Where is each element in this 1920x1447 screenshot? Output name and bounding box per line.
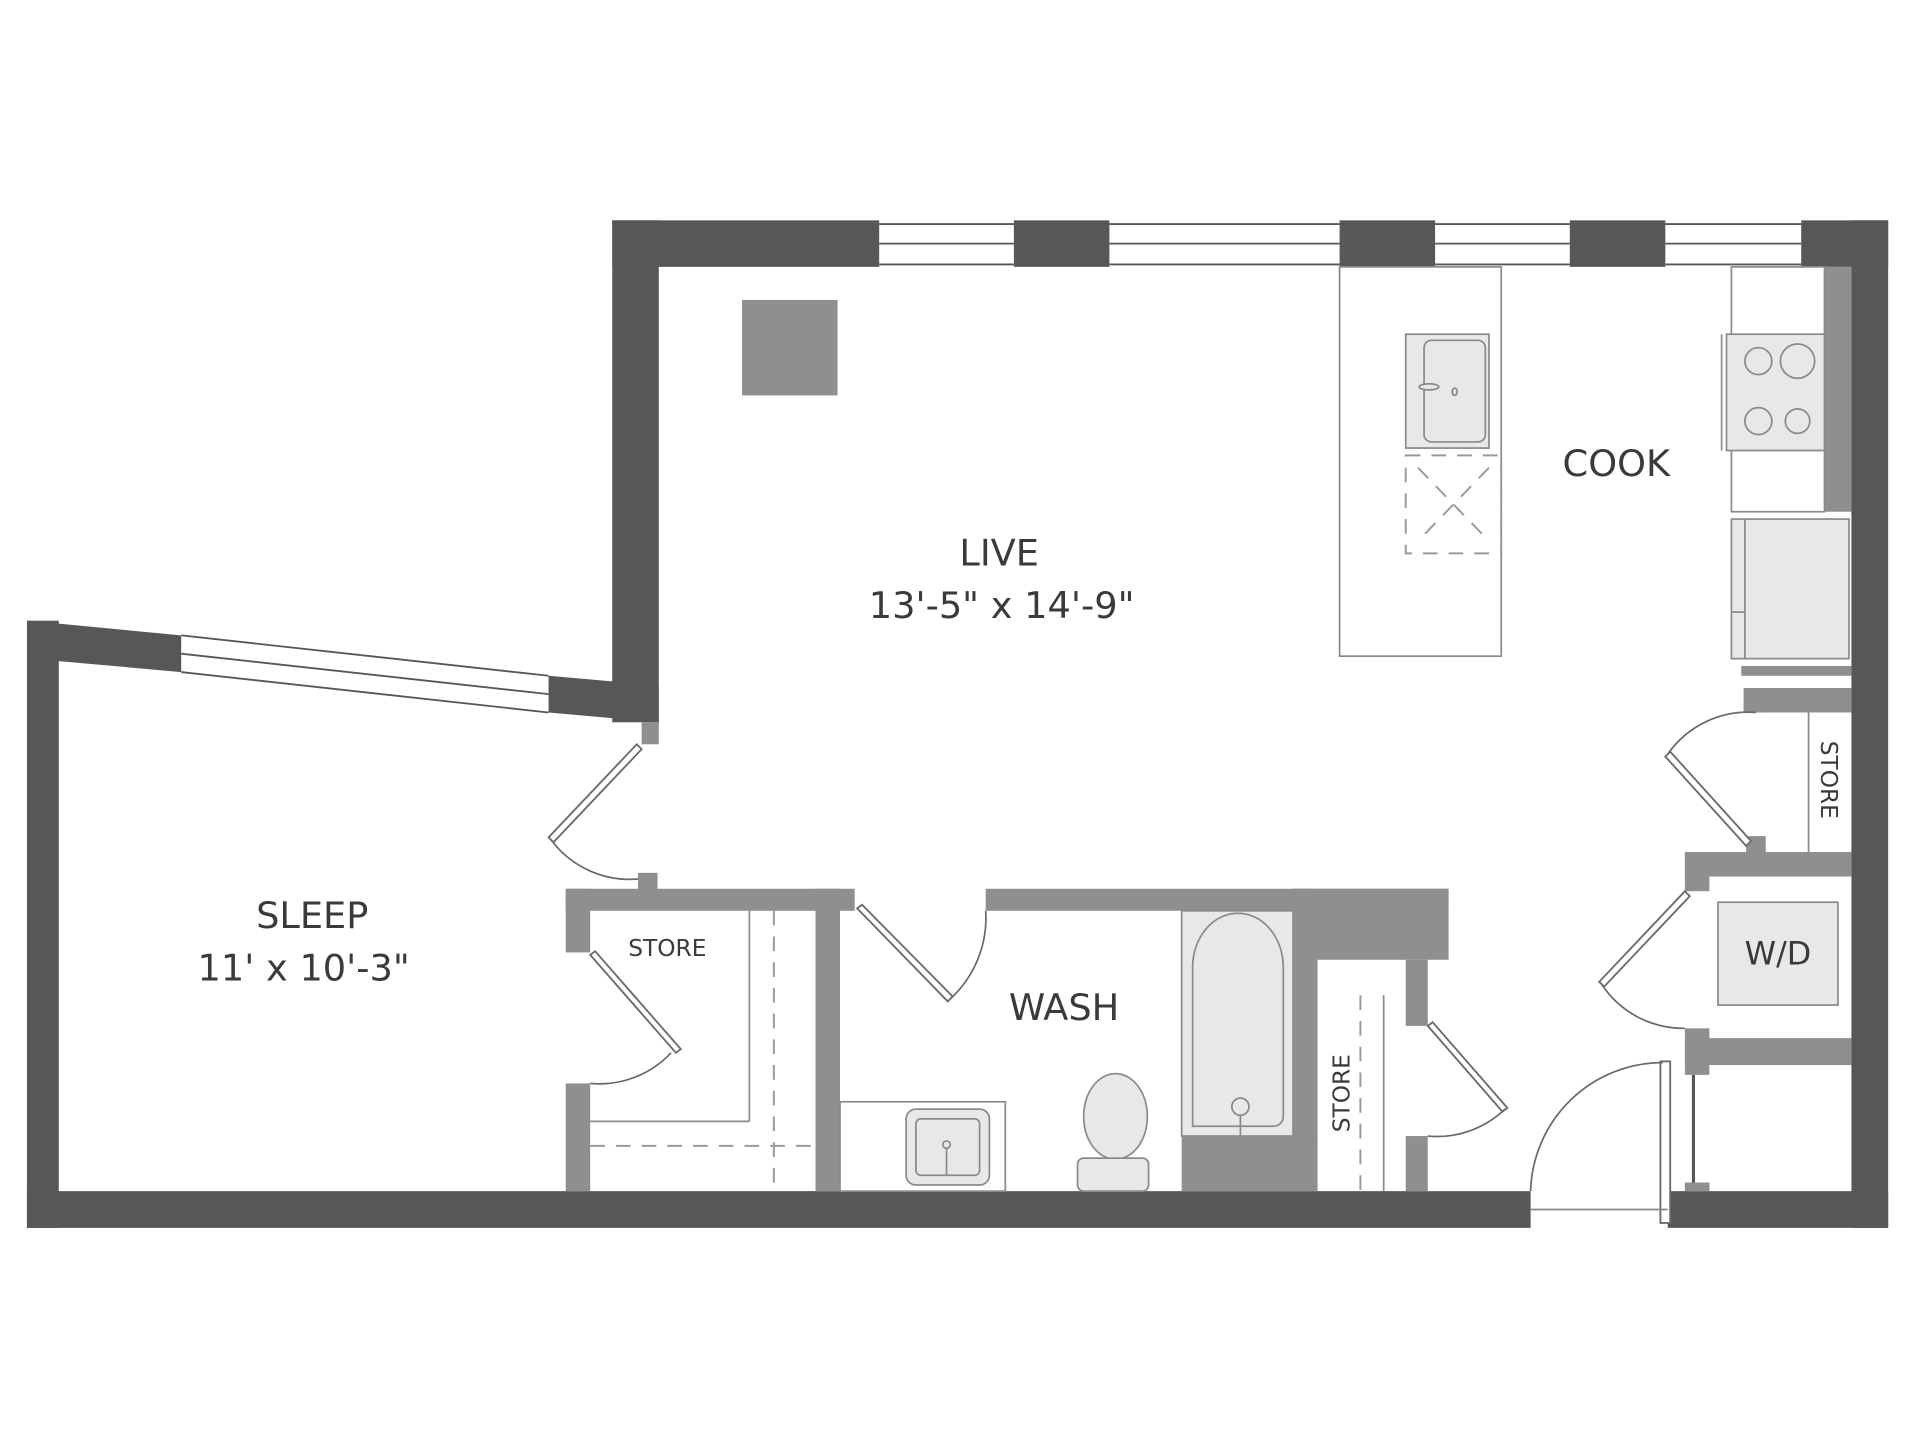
sleep-door <box>547 742 643 881</box>
room-dimensions-sleep: 11' x 10'-3" <box>198 947 410 990</box>
kitchen-store-door <box>1664 711 1756 848</box>
dishwasher-icon <box>1404 454 1503 555</box>
range-icon <box>1720 333 1826 452</box>
toilet-icon <box>1076 1072 1150 1192</box>
window-sleep <box>181 634 549 714</box>
windows <box>181 223 1802 714</box>
kitchen-island <box>1338 266 1503 658</box>
wash-door <box>855 903 987 1003</box>
wash-store-door <box>1426 1020 1509 1138</box>
room-label-store-wash: STORE <box>1328 1054 1355 1132</box>
room-dimensions-live: 13'-5" x 14'-9" <box>869 584 1135 627</box>
room-label-cook: COOK <box>1563 442 1671 485</box>
room-label-laundry: W/D <box>1745 935 1812 973</box>
bathroom-sink-icon <box>905 1108 991 1186</box>
sleep-store-door <box>588 949 683 1085</box>
refrigerator-icon <box>1730 518 1850 660</box>
kitchen-sink-icon <box>1404 333 1490 449</box>
interior-walls <box>565 266 1852 1192</box>
entry-door <box>1529 1060 1672 1224</box>
bathtub-icon <box>1180 909 1294 1137</box>
window-top-4 <box>1665 223 1802 266</box>
vanity <box>839 1100 1007 1192</box>
window-top-3 <box>1435 223 1570 266</box>
room-labels: LIVE 13'-5" x 14'-9" SLEEP 11' x 10'-3" … <box>198 442 1842 1132</box>
column <box>742 299 838 396</box>
doors <box>547 711 1756 1224</box>
window-top-2 <box>1109 223 1340 266</box>
room-label-sleep: SLEEP <box>256 894 368 937</box>
laundry-door <box>1597 889 1692 1030</box>
washer-dryer-icon <box>1717 901 1839 1006</box>
exterior-walls <box>26 220 1889 1228</box>
room-label-wash: WASH <box>1009 986 1119 1029</box>
fixtures <box>590 266 1850 1192</box>
room-label-store-kitchen: STORE <box>1815 741 1842 819</box>
room-label-live: LIVE <box>959 532 1039 575</box>
window-top-1 <box>879 223 1014 266</box>
room-label-store-sleep: STORE <box>628 935 706 962</box>
